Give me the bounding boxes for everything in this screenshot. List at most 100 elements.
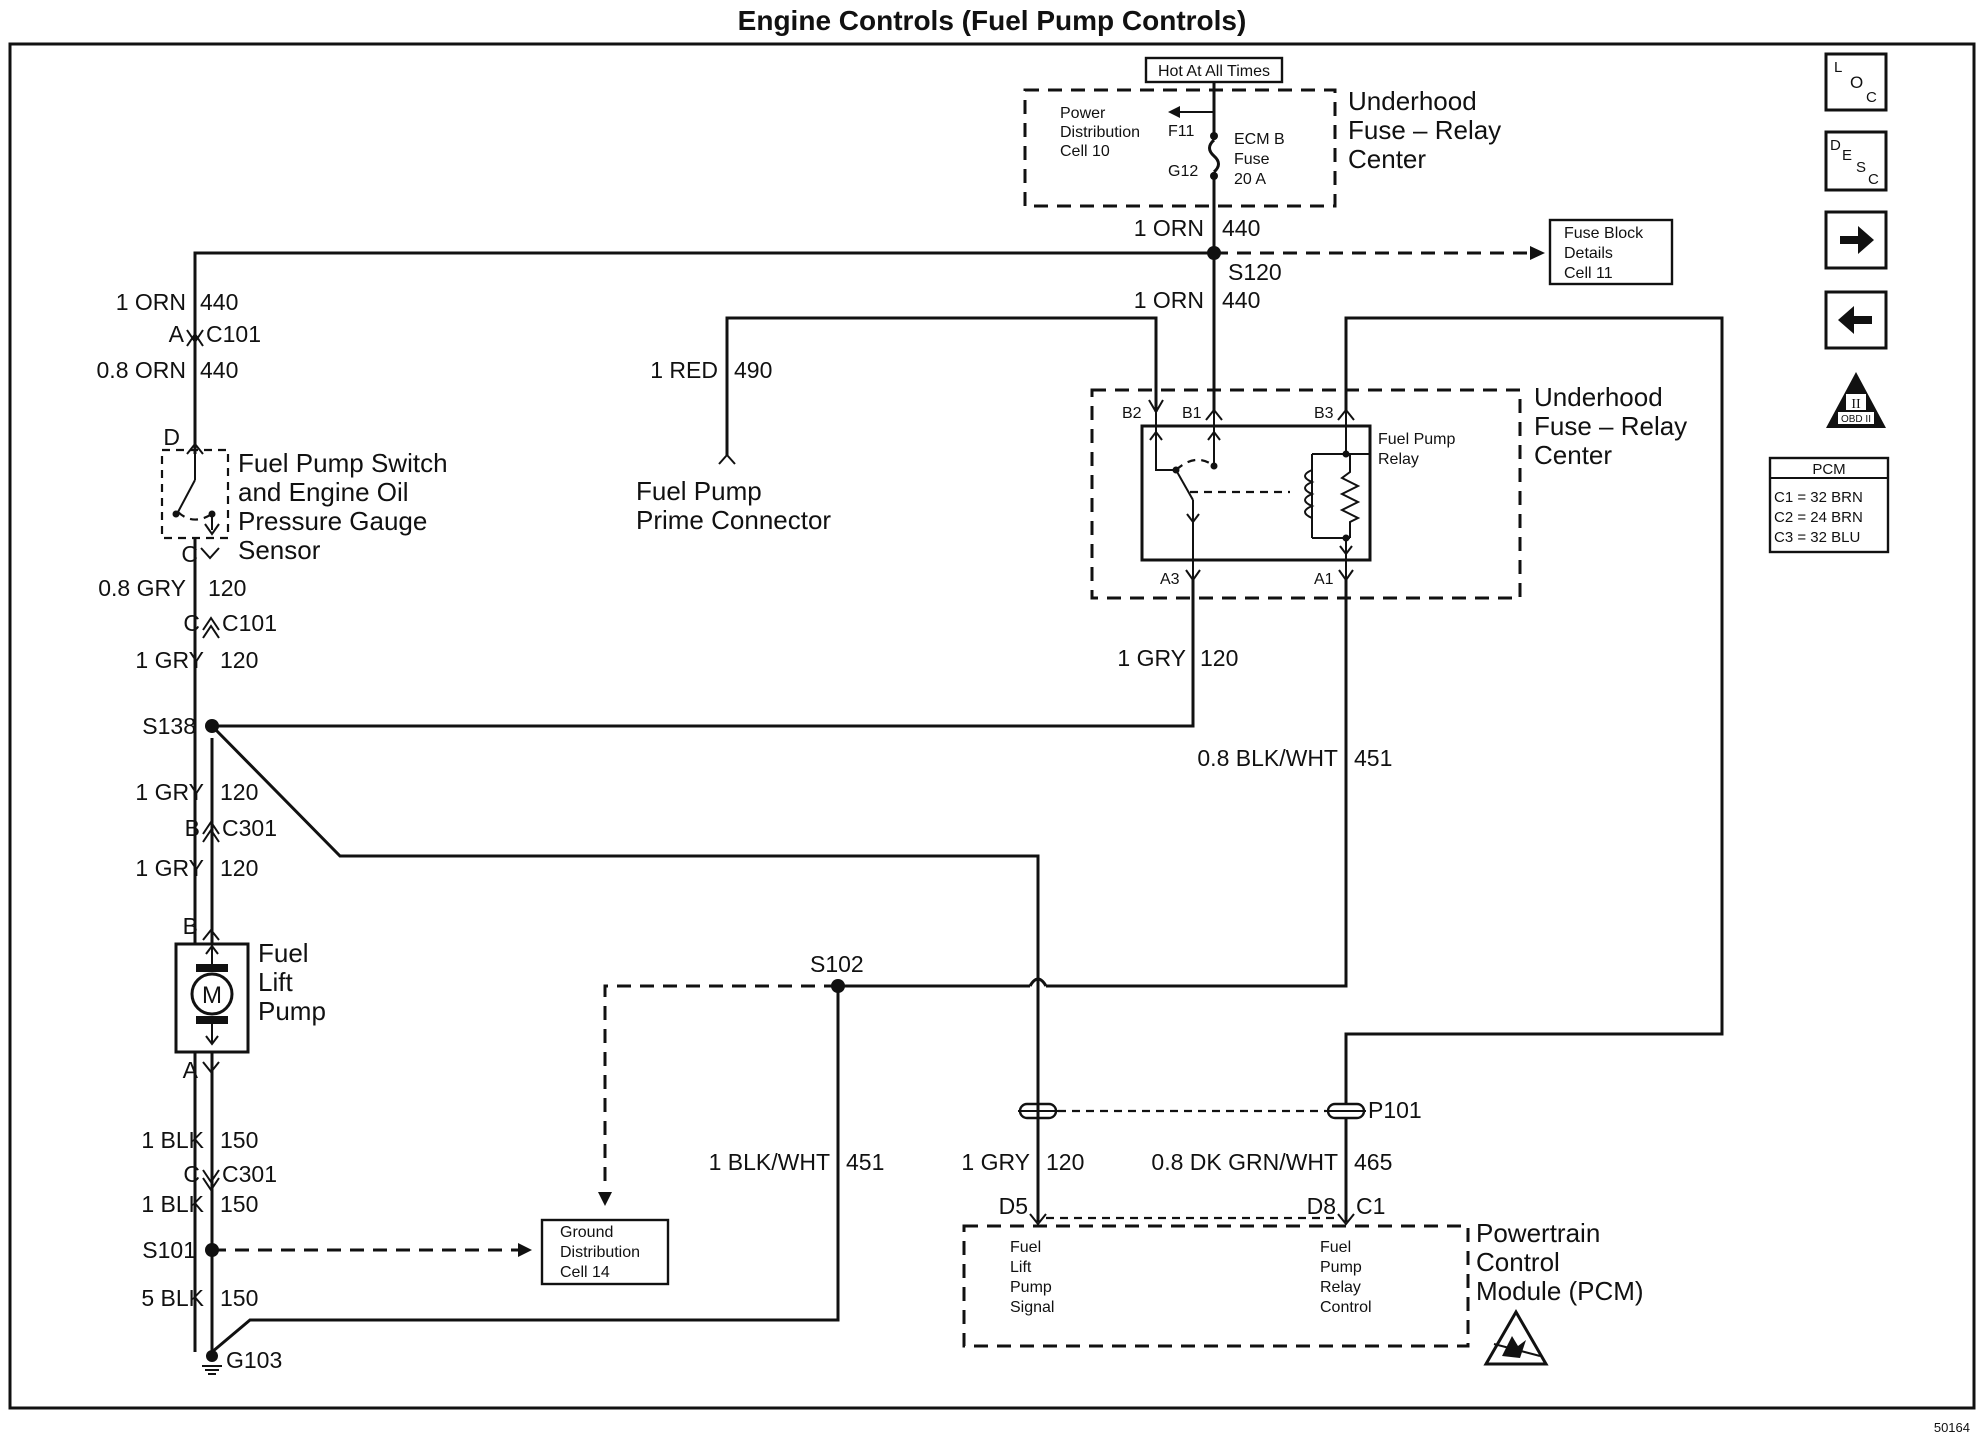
wire-orn-440-top-circuit: 440 <box>1222 215 1260 241</box>
svg-text:O: O <box>1850 73 1863 92</box>
wire-blk-150-a-size: 1 BLK <box>141 1127 204 1153</box>
switch-label-2: and Engine Oil <box>238 477 409 507</box>
c301-c-pin: C <box>183 1161 200 1187</box>
pcm-table-row-2: C2 = 24 BRN <box>1774 509 1863 526</box>
arrow-right-icon[interactable] <box>1824 210 1888 270</box>
power-dist-label-2: Distribution <box>1060 124 1140 141</box>
pcm-dashed-box <box>962 1224 1470 1348</box>
fuse-label-2: Fuse <box>1234 151 1270 168</box>
wire-gry-s138-diagonal <box>210 724 1040 990</box>
p101-label: P101 <box>1368 1097 1422 1123</box>
relay-pin-b1: B1 <box>1182 405 1202 422</box>
relay-pin-b2: B2 <box>1122 405 1142 422</box>
pump-pin-a: A <box>183 1057 199 1083</box>
description-icon[interactable]: D E S C <box>1824 130 1888 192</box>
pump-motor-letter: M <box>202 982 222 1009</box>
location-icon[interactable]: L O C <box>1824 52 1888 112</box>
relay-body <box>1140 424 1372 562</box>
ground-dist-box <box>540 1218 670 1286</box>
switch-pin-d: D <box>163 424 180 450</box>
relay-name-2: Relay <box>1378 451 1419 468</box>
power-dist-label-3: Cell 10 <box>1060 143 1110 160</box>
splice-s102-label: S102 <box>810 951 864 977</box>
pcm-left-func-3: Pump <box>1010 1279 1052 1296</box>
obd-label: OBD II <box>1841 414 1871 425</box>
underhood-top-label-1: Underhood <box>1348 86 1477 116</box>
ground-dist-label-2: Distribution <box>560 1244 640 1261</box>
wire-blk-150-a-circuit: 150 <box>220 1127 258 1153</box>
wire-gry-c101-circuit: 120 <box>220 647 258 673</box>
svg-text:L: L <box>1834 59 1842 76</box>
pcm-table-row-1: C1 = 32 BRN <box>1774 489 1863 506</box>
wire-blk-150-c-size: 5 BLK <box>141 1285 204 1311</box>
top-fuse-center-dashed-box <box>1023 88 1337 208</box>
p101-connector: P101 <box>1018 1097 1422 1123</box>
wire-blk-150-c-circuit: 150 <box>220 1285 258 1311</box>
pcm-pin-d8: D8 <box>1307 1193 1336 1219</box>
pcm-label-3: Module (PCM) <box>1476 1276 1644 1306</box>
c301-c-name: C301 <box>222 1161 277 1187</box>
wire-orn-440-mid-circuit: 440 <box>1222 287 1260 313</box>
wire-gry-s138-to-a3 <box>212 578 1195 728</box>
wire-blkwht-relay-size: 0.8 BLK/WHT <box>1197 745 1338 771</box>
fuel-pump-relay-center: B2 B1 B3 Fuel Pump Relay A3 A1 U <box>1090 382 1687 600</box>
svg-text:S: S <box>1856 159 1866 176</box>
prime-connector-symbol <box>718 453 736 465</box>
pump-label-1: Fuel <box>258 938 309 968</box>
relay-name-1: Fuel Pump <box>1378 431 1455 448</box>
wire-blk-150-b-circuit: 150 <box>220 1191 258 1217</box>
wire-blk-ground-return <box>211 986 840 1354</box>
sidebar-nav: L O C D E S C II OBD II PC <box>1768 52 1890 554</box>
wire-gry-c301-circuit: 120 <box>220 855 258 881</box>
fuse-symbol <box>1208 138 1220 174</box>
esd-warning-icon <box>1483 1308 1549 1366</box>
hot-at-all-times-label: Hot At All Times <box>1158 63 1270 80</box>
underhood-top-label-2: Fuse – Relay <box>1348 115 1501 145</box>
c101-a-name: C101 <box>206 321 261 347</box>
ground-g103-label: G103 <box>226 1347 282 1373</box>
svg-text:D: D <box>1830 137 1841 154</box>
ground-g103-dot <box>206 1350 218 1362</box>
prime-connector-label-2: Prime Connector <box>636 505 831 535</box>
wire-orn-440-c101-circuit: 440 <box>200 357 238 383</box>
wire-red-490-circuit: 490 <box>734 357 772 383</box>
fuse-block-box <box>1548 218 1674 286</box>
fuse-pin-g12: G12 <box>1168 163 1198 180</box>
obd-numeral: II <box>1851 397 1861 412</box>
pcm-left-func-1: Fuel <box>1010 1239 1041 1256</box>
ground-dist-label-1: Ground <box>560 1224 613 1241</box>
pcm-label-1: Powertrain <box>1476 1218 1600 1248</box>
relay-center-dashed-box <box>1090 388 1522 600</box>
wire-gry-pcm-circuit: 120 <box>1046 1149 1084 1175</box>
obd-ii-icon: II OBD II <box>1826 372 1886 428</box>
arrow-left-icon[interactable] <box>1824 290 1888 350</box>
fuse-label-1: ECM B <box>1234 131 1285 148</box>
c101-c-pin: C <box>183 610 200 636</box>
svg-text:C: C <box>1868 171 1879 188</box>
wire-blkwht-s102-size: 1 BLK/WHT <box>709 1149 830 1175</box>
relay-coil <box>1304 469 1315 519</box>
pcm-table-row-3: C3 = 32 BLU <box>1774 529 1860 546</box>
wire-gry-pcm-size: 1 GRY <box>961 1149 1030 1175</box>
fuse-block-label-3: Cell 11 <box>1564 265 1613 282</box>
wire-dkgrn-circuit: 465 <box>1354 1149 1392 1175</box>
figure-number: 50164 <box>1934 1420 1970 1435</box>
wire-gry-relay-size: 1 GRY <box>1117 645 1186 671</box>
wire-gry-08-size: 0.8 GRY <box>98 575 186 601</box>
pcm-right-func-4: Control <box>1320 1299 1372 1316</box>
c101-a-pin: A <box>169 321 185 347</box>
wire-dkgrn-size: 0.8 DK GRN/WHT <box>1151 1149 1338 1175</box>
prime-connector-label-1: Fuel Pump <box>636 476 762 506</box>
pcm-connector-table: PCM C1 = 32 BRN C2 = 24 BRN C3 = 32 BLU <box>1768 456 1890 554</box>
wire-orn-440-mid-size: 1 ORN <box>1134 287 1204 313</box>
c101-c-name: C101 <box>222 610 277 636</box>
relay-center-label-3: Center <box>1534 440 1612 470</box>
wire-blkwht-s102-circuit: 451 <box>846 1149 884 1175</box>
c301-c-connector <box>202 1169 220 1192</box>
pump-label-2: Lift <box>258 967 293 997</box>
pump-pin-b: B <box>183 913 198 939</box>
splice-s138-label: S138 <box>142 713 196 739</box>
underhood-fuse-box-top: Hot At All Times Power Distribution Cell… <box>1023 56 1501 260</box>
pump-motor-symbol <box>190 972 234 1016</box>
ground-dist-label-3: Cell 14 <box>560 1264 610 1281</box>
